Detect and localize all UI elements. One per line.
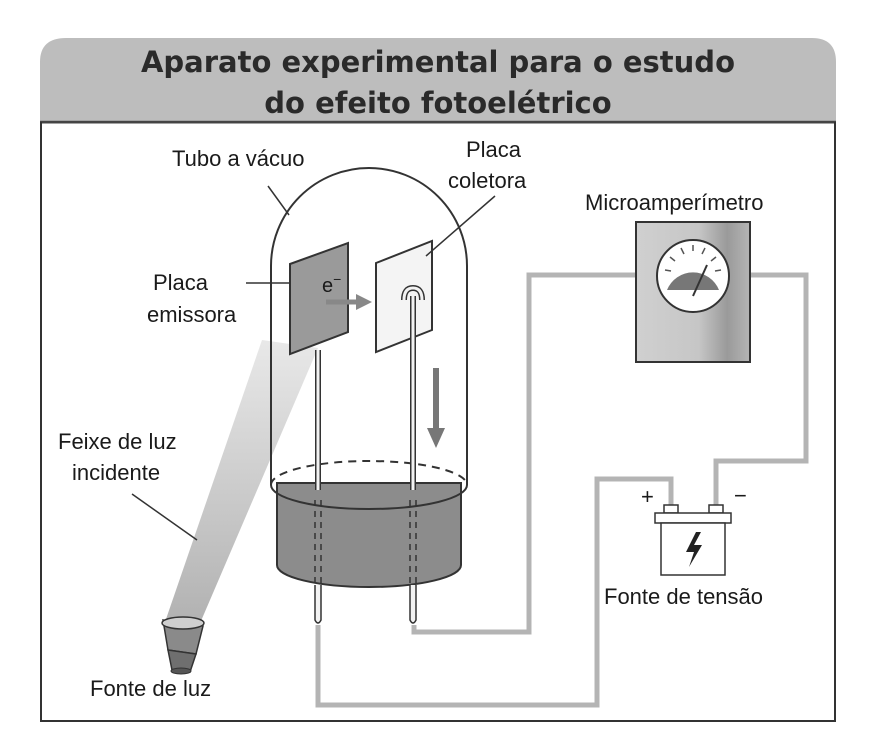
title-line-1: Aparato experimental para o estudo (141, 45, 735, 79)
lightning-icon (686, 532, 702, 567)
tube-base (276, 482, 462, 588)
tube-pointer (267, 185, 290, 216)
collector-plate-label-1: Placa (466, 137, 522, 162)
title-line-2: do efeito fotoelétrico (264, 86, 611, 120)
circuit-wires (315, 272, 809, 708)
emitter-plate (289, 241, 349, 356)
collector-pointer (425, 195, 496, 257)
emitter-plate-label-1: Placa (153, 270, 209, 295)
vacuum-tube-label: Tubo a vácuo (172, 146, 305, 171)
electron-label: e− (322, 271, 341, 297)
current-arrow (427, 368, 445, 448)
light-source-icon (161, 616, 205, 675)
emitter-electrode (314, 350, 322, 624)
electron-arrow (326, 294, 372, 310)
light-source-label: Fonte de luz (90, 676, 211, 701)
header-band (40, 38, 836, 120)
voltage-source (654, 504, 732, 576)
minus-sign: − (734, 483, 747, 508)
light-beam-pointer (131, 493, 198, 541)
plus-sign: + (641, 484, 654, 509)
collector-plate-label-2: coletora (448, 168, 527, 193)
voltage-source-label: Fonte de tensão (604, 584, 763, 609)
light-beam-label-2: incidente (72, 460, 160, 485)
collector-plate (375, 239, 433, 354)
microammeter-label: Microamperímetro (585, 190, 763, 215)
light-beam (165, 340, 318, 628)
light-beam-label-1: Feixe de luz (58, 429, 177, 454)
emitter-plate-label-2: emissora (147, 302, 237, 327)
microammeter (635, 221, 751, 363)
